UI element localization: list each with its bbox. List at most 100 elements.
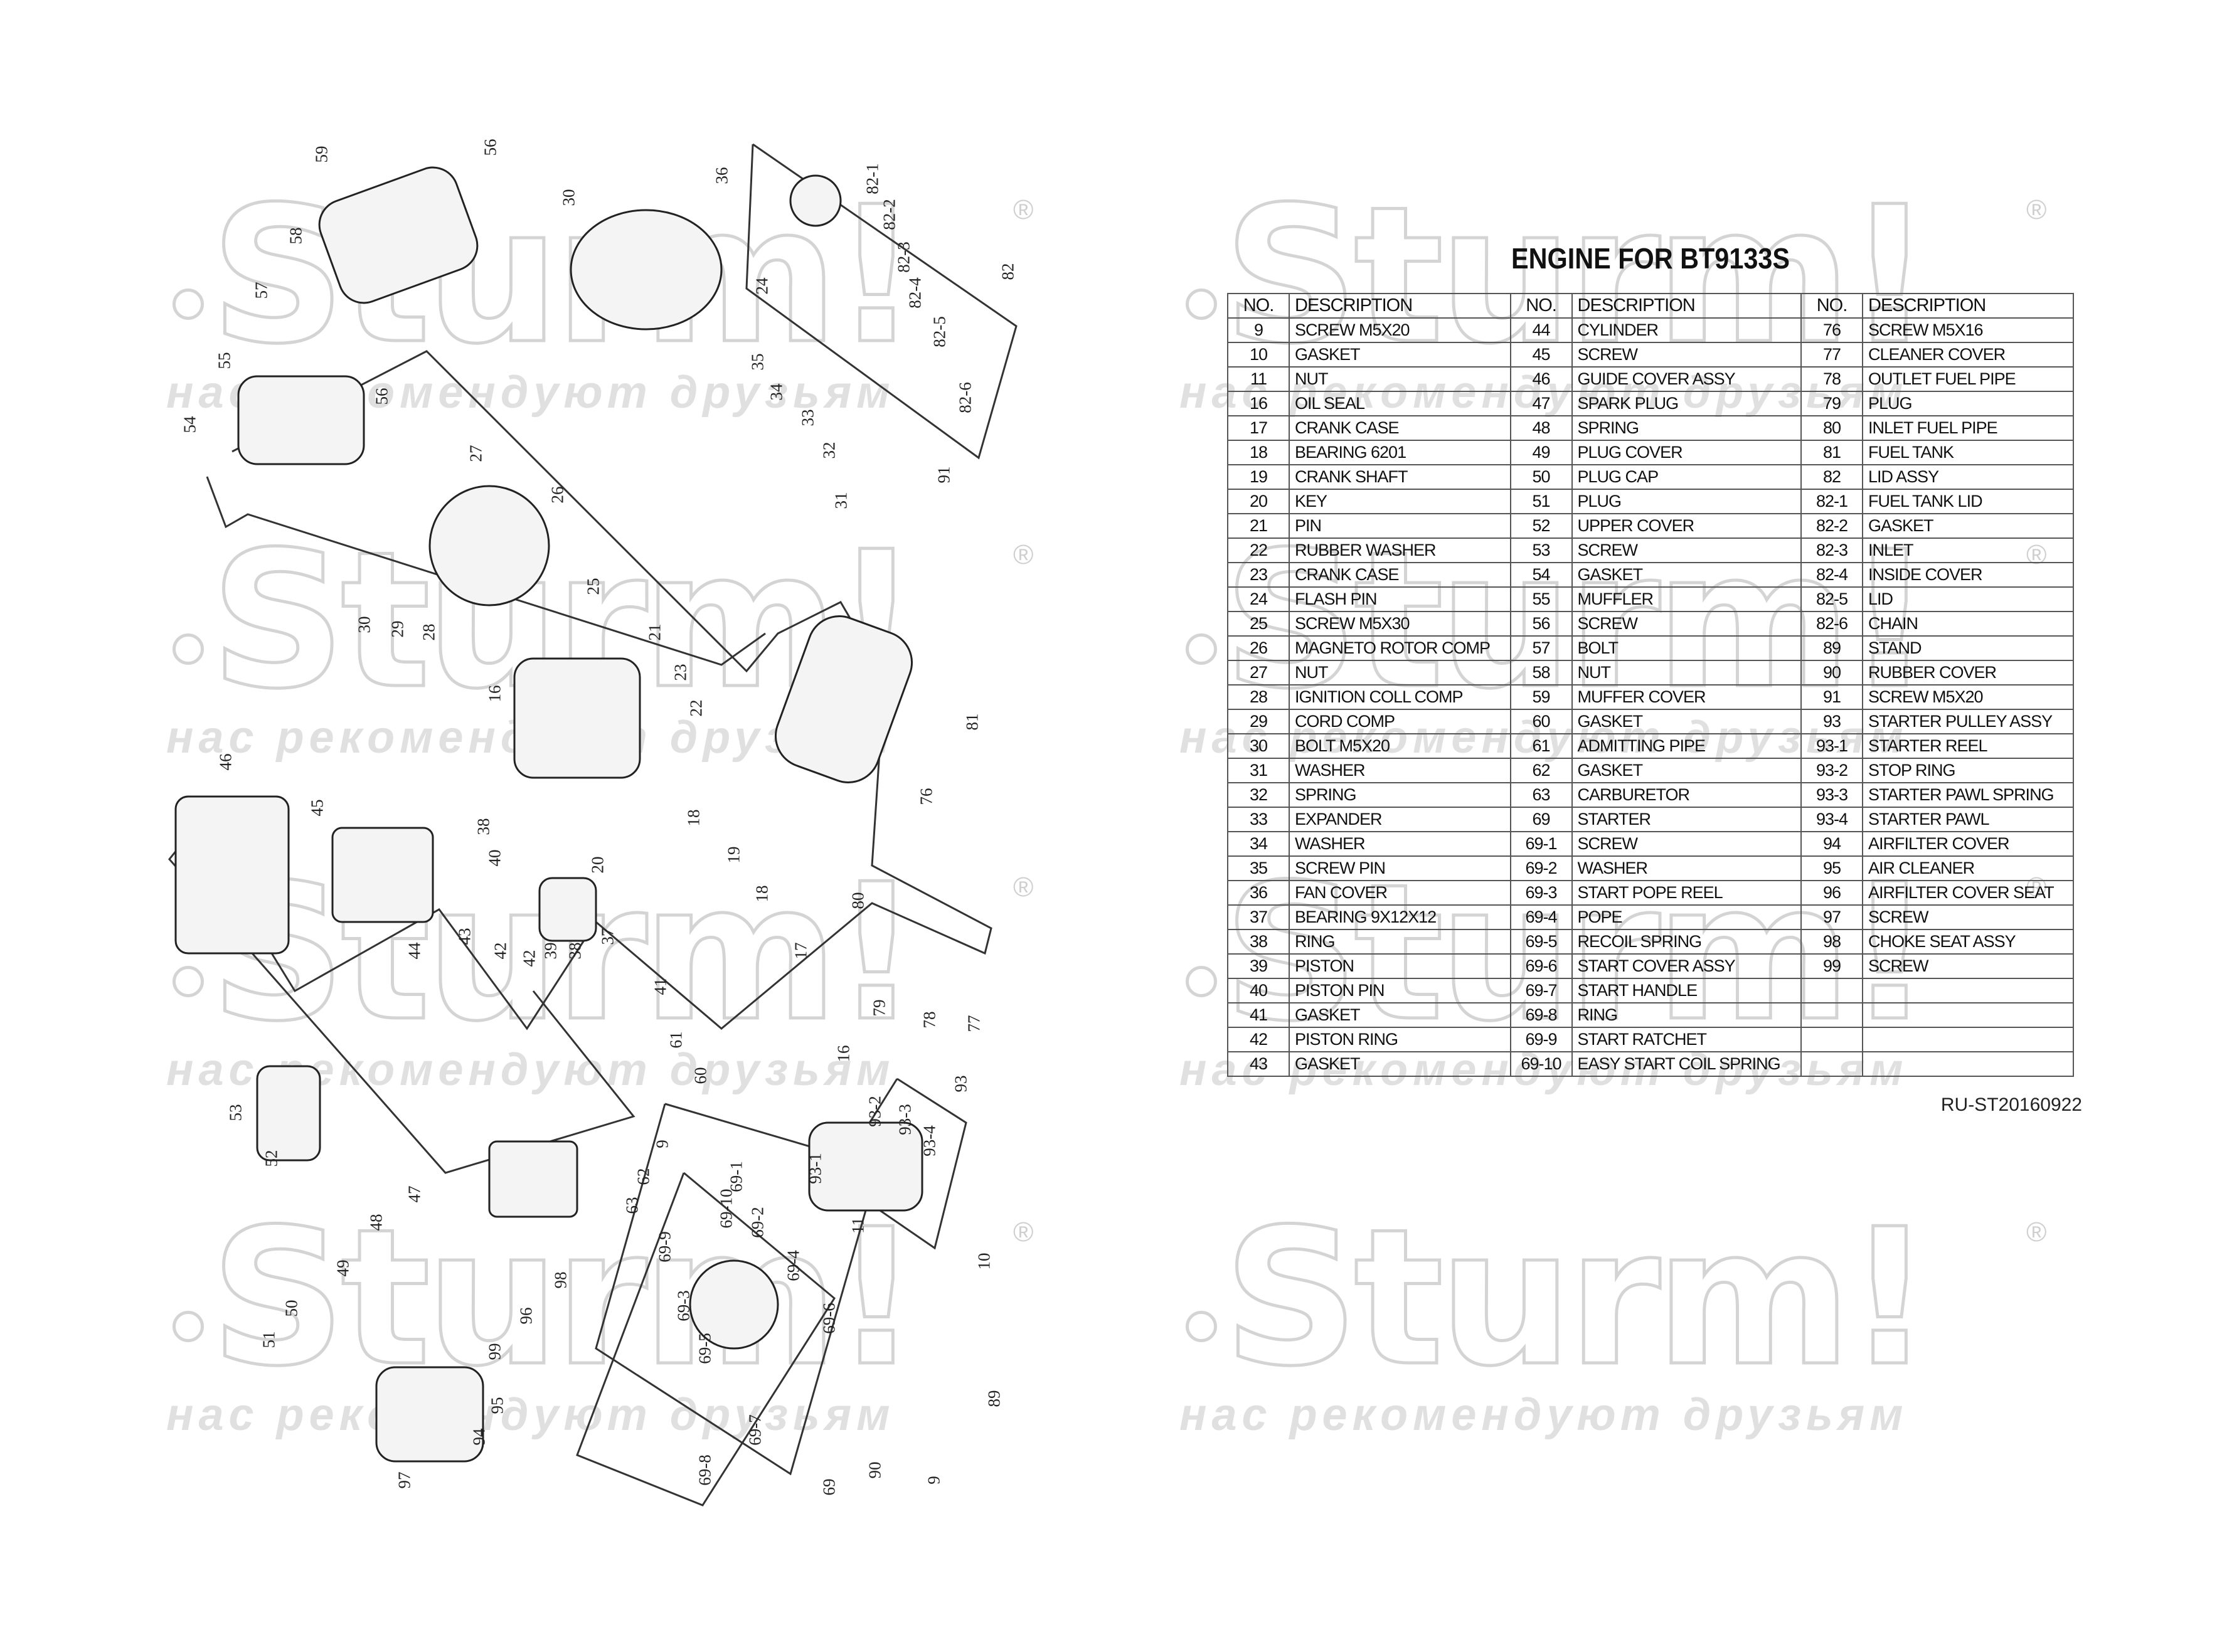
carburetor-shape xyxy=(488,1140,578,1218)
part-description-cell xyxy=(1862,1027,2074,1052)
part-callout-label: 41 xyxy=(651,978,670,995)
part-description-cell: CHOKE SEAT ASSY xyxy=(1862,929,2074,955)
starter-reel-shape xyxy=(689,1259,779,1350)
part-callout-label: 16 xyxy=(485,685,504,702)
part-number-cell: 82-2 xyxy=(1800,513,1864,539)
header-no: NO. xyxy=(1800,293,1864,319)
starter-pulley-shape xyxy=(808,1121,923,1212)
part-number-cell: 61 xyxy=(1509,733,1573,759)
part-callout-label: 61 xyxy=(666,1031,686,1049)
part-callout-label: 82-1 xyxy=(863,163,882,194)
part-number-cell: 93-3 xyxy=(1800,782,1864,808)
part-number-cell: 37 xyxy=(1227,904,1290,930)
part-description-cell: NUT xyxy=(1289,660,1511,686)
watermark-dot xyxy=(1186,633,1217,665)
part-number-cell: 39 xyxy=(1227,953,1290,979)
part-callout-label: 69-1 xyxy=(726,1161,746,1193)
part-callout-label: 69-7 xyxy=(745,1414,765,1446)
part-description-cell: INLET FUEL PIPE xyxy=(1862,415,2074,441)
part-callout-label: 69-5 xyxy=(695,1333,715,1364)
part-number-cell: 81 xyxy=(1800,440,1864,465)
part-callout-label: 44 xyxy=(405,942,424,960)
part-callout-label: 24 xyxy=(752,277,772,295)
part-description-cell: SCREW xyxy=(1862,904,2074,930)
part-number-cell: 93-2 xyxy=(1800,758,1864,783)
part-number-cell: 93 xyxy=(1800,709,1864,734)
part-description-cell: LID ASSY xyxy=(1862,464,2074,490)
air-filter-cover-shape xyxy=(375,1366,484,1463)
part-description-cell: SCREW xyxy=(1862,953,2074,979)
part-description-cell: FAN COVER xyxy=(1289,880,1511,906)
part-number-cell: 16 xyxy=(1227,391,1290,416)
part-callout-label: 69-10 xyxy=(716,1189,736,1229)
part-number-cell: 69-10 xyxy=(1509,1051,1573,1077)
part-number-cell: 69 xyxy=(1509,807,1573,832)
part-callout-label: 78 xyxy=(920,1011,939,1029)
part-callout-label: 93-1 xyxy=(805,1153,825,1184)
part-callout-label: 69-6 xyxy=(819,1303,839,1334)
part-number-cell: 42 xyxy=(1227,1027,1290,1052)
cylinder-shape xyxy=(331,827,434,923)
header-description: DESCRIPTION xyxy=(1862,293,2074,319)
part-number-cell: 21 xyxy=(1227,513,1290,539)
part-callout-label: 69-9 xyxy=(655,1231,674,1263)
part-number-cell: 93-1 xyxy=(1800,733,1864,759)
part-callout-label: 43 xyxy=(455,928,474,945)
part-description-cell: GASKET xyxy=(1289,1051,1511,1077)
part-callout-label: 82-5 xyxy=(930,316,949,347)
part-description-cell: FUEL TANK xyxy=(1862,440,2074,465)
part-number-cell: 91 xyxy=(1800,684,1864,710)
part-callout-label: 21 xyxy=(645,623,664,641)
part-description-cell: SPARK PLUG xyxy=(1571,391,1802,416)
part-number-cell: 46 xyxy=(1509,366,1573,392)
part-number-cell: 26 xyxy=(1227,635,1290,661)
part-number-cell: 58 xyxy=(1509,660,1573,686)
part-callout-label: 53 xyxy=(226,1104,245,1121)
part-callout-label: 49 xyxy=(333,1259,353,1277)
part-callout-label: 69-3 xyxy=(674,1289,693,1321)
part-description-cell: INSIDE COVER xyxy=(1862,562,2074,588)
part-callout-label: 40 xyxy=(485,849,504,867)
header-description: DESCRIPTION xyxy=(1571,293,1802,319)
part-number-cell: 69-3 xyxy=(1509,880,1573,906)
part-description-cell: UPPER COVER xyxy=(1571,513,1802,539)
part-number-cell xyxy=(1800,978,1864,1003)
part-number-cell: 97 xyxy=(1800,904,1864,930)
part-description-cell: STOP RING xyxy=(1862,758,2074,783)
part-number-cell: 69-1 xyxy=(1509,831,1573,857)
part-callout-label: 27 xyxy=(466,445,486,462)
part-description-cell: PLUG COVER xyxy=(1571,440,1802,465)
part-callout-label: 98 xyxy=(551,1271,570,1289)
part-description-cell: START RATCHET xyxy=(1571,1027,1802,1052)
piston-shape xyxy=(538,877,597,942)
part-description-cell: STARTER REEL xyxy=(1862,733,2074,759)
part-callout-label: 18 xyxy=(684,809,703,827)
part-callout-label: 38 xyxy=(565,942,585,960)
guide-line xyxy=(168,350,992,1174)
part-callout-label: 89 xyxy=(984,1390,1004,1407)
part-number-cell: 57 xyxy=(1509,635,1573,661)
part-description-cell: CYLINDER xyxy=(1571,317,1802,343)
part-description-cell: GASKET xyxy=(1571,562,1802,588)
part-number-cell: 89 xyxy=(1800,635,1864,661)
part-description-cell: RECOIL SPRING xyxy=(1571,929,1802,955)
part-number-cell xyxy=(1800,1027,1864,1052)
part-description-cell: CHAIN xyxy=(1862,611,2074,637)
part-description-cell: PLUG xyxy=(1862,391,2074,416)
part-number-cell: 52 xyxy=(1509,513,1573,539)
part-callout-label: 18 xyxy=(752,885,772,903)
part-callout-label: 10 xyxy=(974,1252,994,1270)
part-number-cell: 69-8 xyxy=(1509,1002,1573,1028)
part-number-cell: 50 xyxy=(1509,464,1573,490)
part-number-cell: 80 xyxy=(1800,415,1864,441)
part-callout-label: 11 xyxy=(848,1217,868,1234)
